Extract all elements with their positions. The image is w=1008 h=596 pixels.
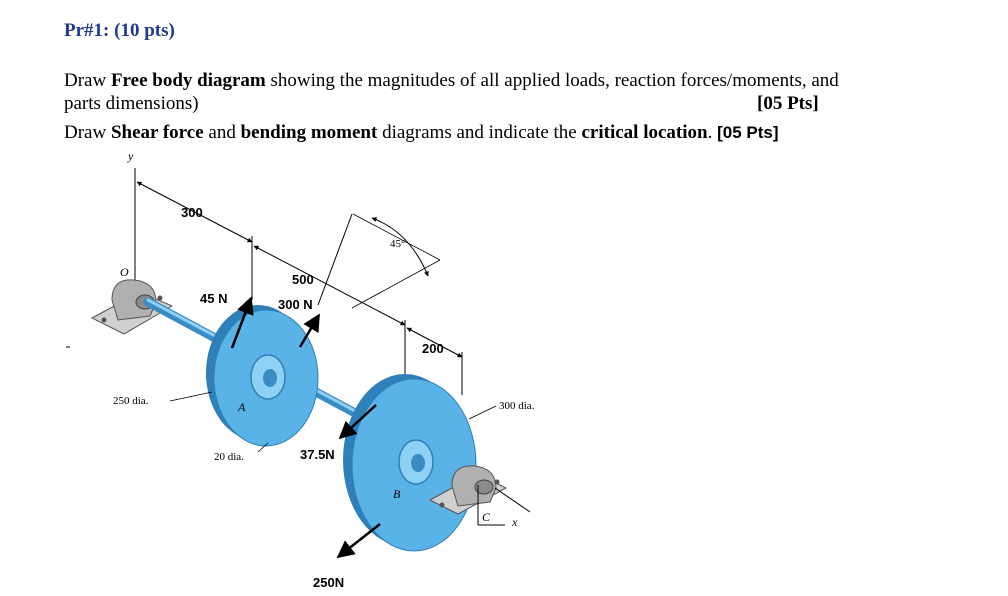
text: diagrams and indicate the [377, 122, 582, 143]
bold-term: critical location [581, 122, 708, 143]
dim-200-label: 200 [422, 341, 444, 356]
angle-45-label: 45° [390, 238, 405, 250]
force-45-label: 45 N [200, 291, 227, 306]
force-300-arrow [298, 313, 321, 348]
dim-200-line [406, 327, 463, 358]
text: Draw [64, 122, 111, 143]
instruction-line-1: Draw Free body diagram showing the magni… [64, 70, 839, 92]
angle-ref-line-3 [351, 259, 441, 309]
origin-label: O [120, 265, 129, 279]
x-axis-line [494, 487, 531, 513]
force-250-label: 250N [313, 575, 344, 590]
shaft-figure: y O 300 500 200 45° A B [60, 145, 620, 591]
dia-300-label: 300 dia. [499, 400, 535, 412]
dia-300-leader [468, 405, 497, 420]
dim-300-label: 300 [181, 205, 203, 220]
force-300-label: 300 N [278, 297, 313, 312]
dia-20-label: 20 dia. [214, 451, 244, 463]
instruction-line-3: Draw Shear force and bending moment diag… [64, 122, 779, 144]
bearing-c-label: C [482, 510, 491, 524]
dim-500-line [253, 245, 406, 326]
angle-ref-line-2 [352, 213, 441, 261]
dim-300-line [136, 181, 253, 243]
points-label: [05 Pts] [717, 123, 779, 142]
angle-arc [371, 217, 429, 277]
text: . [707, 122, 718, 143]
bearing-c [428, 465, 508, 515]
dia-250-leader [169, 391, 213, 402]
points-label: [05 Pts] [757, 93, 819, 114]
axis-x-label: x [511, 515, 518, 529]
text: Draw [64, 70, 111, 91]
text: parts dimensions) [64, 93, 199, 114]
axis-y-label: y [127, 149, 134, 163]
force-250-arrow [336, 523, 381, 559]
dia-20-leader [257, 442, 269, 453]
angle-ref-line-1 [317, 213, 353, 306]
bold-term: bending moment [240, 122, 378, 143]
force-37-5-label: 37.5N [300, 447, 335, 462]
text: showing the magnitudes of all applied lo… [265, 70, 839, 91]
dim-500-label: 500 [292, 272, 314, 287]
bold-term: Shear force [110, 122, 204, 143]
bold-term: Free body diagram [110, 70, 266, 91]
gear-b-label: B [393, 487, 401, 501]
dia-250-label: 250 dia. [113, 395, 149, 407]
gear-a-label: A [237, 400, 246, 414]
problem-title: Pr#1: (10 pts) [64, 20, 175, 41]
instruction-line-2: parts dimensions) [64, 93, 199, 115]
force-45-arrow [230, 296, 254, 349]
gear-b [343, 374, 477, 552]
force-37-5-arrow [338, 404, 377, 440]
text: and [203, 122, 241, 143]
gear-a [206, 305, 319, 447]
